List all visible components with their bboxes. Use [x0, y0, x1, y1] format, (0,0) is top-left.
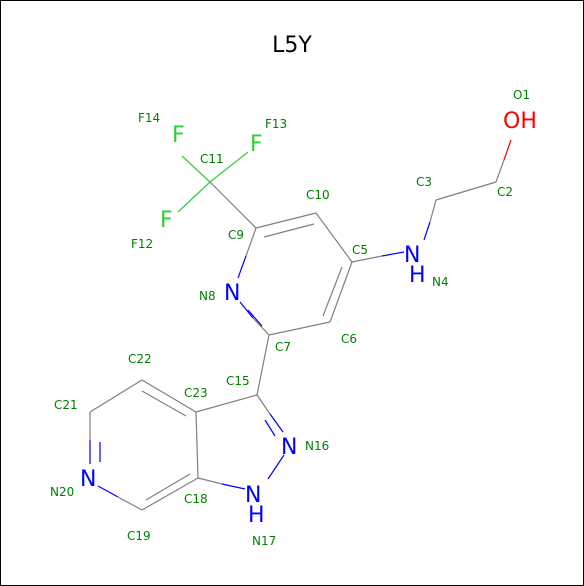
element-n17: N [245, 483, 261, 508]
bond-c7-n8-carbon [252, 317, 270, 336]
element-n16: N [281, 435, 297, 460]
bond-c23-c22 [141, 379, 197, 413]
bond-c11-f12 [177, 181, 211, 213]
bond-c7-n8-inner [247, 309, 263, 327]
atom-label-c2: C2 [497, 185, 513, 199]
atom-label-c21: C21 [54, 398, 78, 412]
bond-c9-c10-inner [263, 223, 315, 238]
bond-c2-o1 [495, 159, 505, 183]
atom-label-c23: C23 [184, 386, 208, 400]
atom-label-c11: C11 [200, 152, 224, 166]
bond-n16-n17 [267, 454, 285, 480]
bond-n20-c19 [117, 496, 143, 511]
element-symbol-layer: F F F OH N H N N N H N [80, 109, 537, 528]
bond-n17-c18-n [221, 483, 246, 490]
bond-c5-c6-inner [322, 266, 343, 317]
bond-c10-c5 [315, 212, 353, 263]
atom-label-f12: F12 [131, 237, 153, 251]
bond-c18-c23 [195, 411, 199, 479]
bond-c2-o1-o [503, 139, 512, 161]
bond-c19-c18 [141, 477, 199, 511]
atom-label-n4: N4 [432, 275, 449, 289]
bond-c22-c21 [89, 379, 143, 413]
bond-c7-c15 [256, 334, 270, 396]
atom-label-c6: C6 [341, 332, 357, 346]
atom-label-n8: N8 [199, 289, 216, 303]
bond-n4-c3-n [423, 221, 431, 241]
atom-label-c18: C18 [184, 492, 208, 506]
bond-n20-c19-n [97, 485, 119, 498]
bond-c9-c10 [255, 212, 317, 229]
bond-n17-c18 [197, 477, 223, 485]
atom-label-c7: C7 [275, 340, 291, 354]
element-f12: F [160, 208, 173, 233]
element-o1: OH [503, 109, 537, 134]
atom-label-c19: C19 [127, 529, 151, 543]
bond-c11-c9 [209, 181, 257, 229]
bond-c5-c6 [329, 261, 353, 323]
element-n20: N [80, 467, 96, 492]
bond-c5-n4-n [381, 251, 405, 257]
molecule-title: L5Y [272, 33, 312, 58]
bond-c11-f14 [181, 155, 211, 183]
bond-c15-n16-n [269, 413, 284, 433]
bond-c5-n4 [351, 255, 383, 263]
bond-c23-c15 [195, 394, 258, 413]
bond-n8-c9-carbon [245, 227, 257, 257]
element-n4-hydrogen: H [409, 263, 426, 288]
atom-label-c3: C3 [416, 175, 432, 189]
bond-c19-c18-inner [145, 473, 191, 501]
bond-c23-c22-inner [141, 390, 187, 417]
element-f14: F [172, 123, 185, 148]
element-n17-hydrogen: H [248, 503, 265, 528]
atom-label-o1: O1 [513, 88, 530, 102]
atom-label-c5: C5 [352, 243, 368, 257]
bond-n4-c3 [429, 199, 437, 223]
atom-label-n20: N20 [50, 485, 74, 499]
atom-label-f13: F13 [265, 117, 287, 131]
bond-c11-f13 [209, 151, 249, 183]
atom-label-c9: C9 [228, 228, 244, 242]
bond-c6-c7 [268, 321, 331, 336]
atom-label-n17: N17 [252, 534, 276, 548]
atom-label-n16: N16 [305, 439, 329, 453]
bond-c3-c2 [435, 181, 497, 201]
element-n4: N [404, 243, 420, 268]
atom-label-c10: C10 [306, 188, 330, 202]
bond-c7-n8 [239, 301, 254, 319]
bond-layer [89, 139, 512, 511]
atom-label-layer: O1 C2 C3 N4 C5 C6 C7 N8 C9 C10 C11 F12 F… [50, 88, 530, 548]
atom-label-f14: F14 [138, 111, 160, 125]
bond-n8-c9 [237, 255, 247, 279]
atom-label-c15: C15 [226, 374, 250, 388]
atom-label-c22: C22 [128, 352, 152, 366]
element-f13: F [250, 132, 263, 157]
element-n8: N [224, 281, 240, 306]
bond-c15-n16 [256, 394, 271, 415]
bond-c15-n16-inner [264, 419, 276, 437]
